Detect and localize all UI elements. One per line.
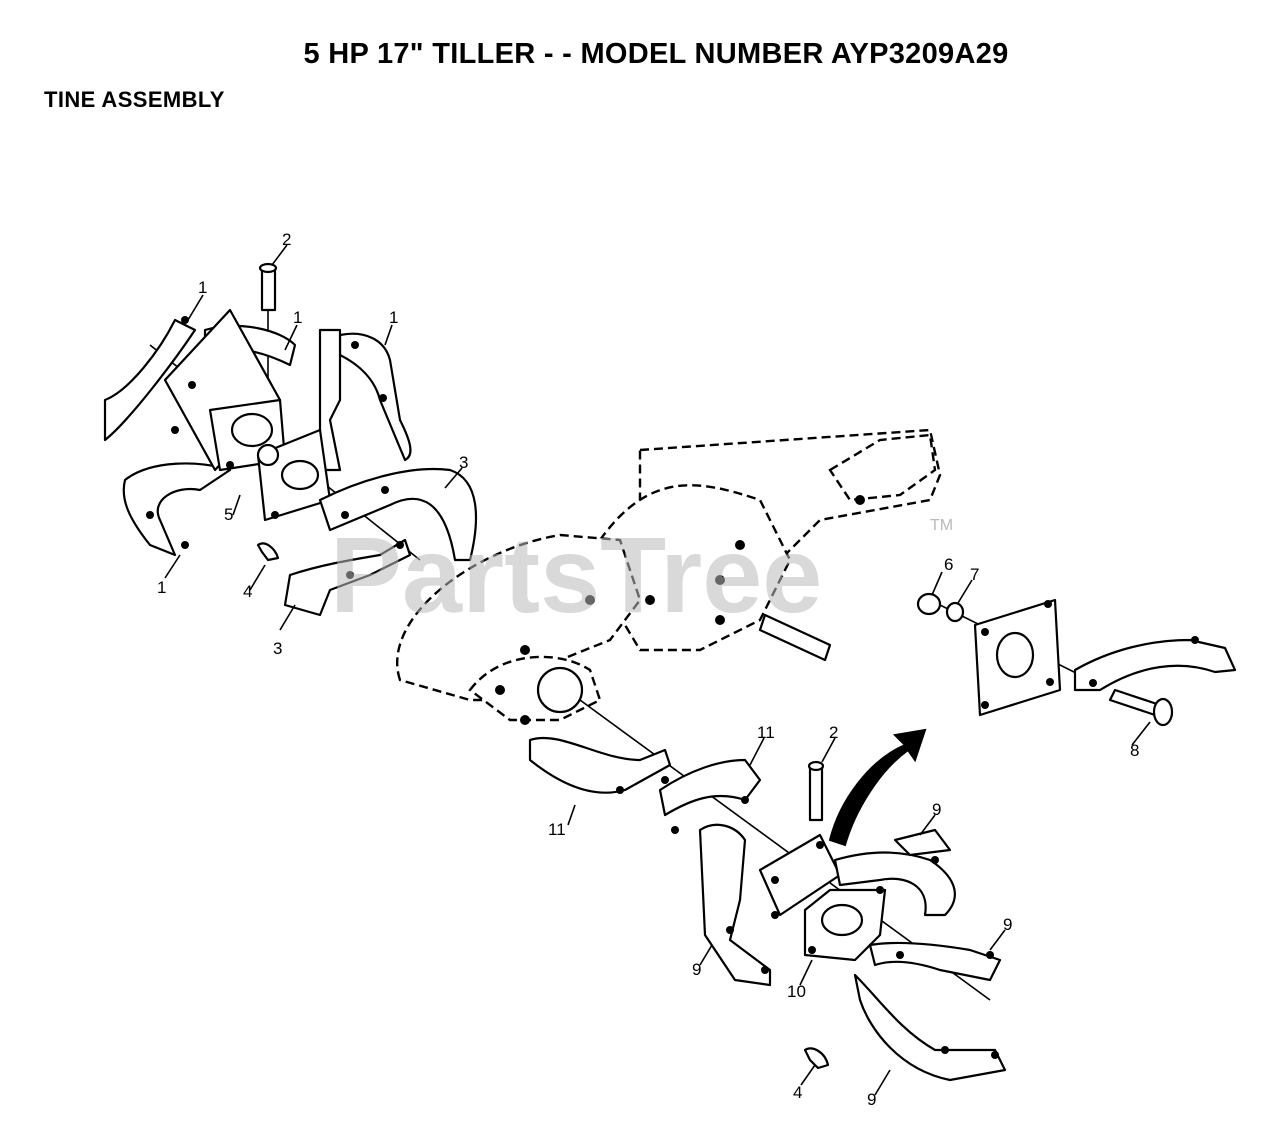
watermark-trademark: TM	[930, 517, 953, 534]
callout-2: 2	[282, 230, 291, 249]
callout-3: 3	[459, 453, 468, 472]
callout-3: 3	[273, 639, 282, 658]
right-side-hardware	[916, 592, 1237, 727]
callout-9: 9	[1003, 915, 1012, 934]
callout-1: 1	[293, 308, 302, 327]
diagram-title: 5 HP 17" TILLER - - MODEL NUMBER AYP3209…	[303, 38, 1009, 70]
callout-1: 1	[198, 278, 207, 297]
callout-leaders	[164, 244, 1151, 1096]
callout-9: 9	[867, 1090, 876, 1109]
callout-9: 9	[932, 800, 941, 819]
callout-11: 11	[548, 820, 566, 839]
right-tine-assembly	[528, 699, 1007, 1082]
callout-2: 2	[829, 723, 838, 742]
callout-1: 1	[157, 578, 166, 597]
callout-4: 4	[243, 582, 252, 601]
assembly-title: TINE ASSEMBLY	[44, 87, 225, 112]
callout-11: 11	[757, 723, 775, 742]
callout-labels: 1 1 1 1 2 3 3 4 5 6 7 8 2 11 11 9 9 9 9 …	[157, 230, 1139, 1109]
callout-10: 10	[787, 982, 806, 1001]
callout-4: 4	[793, 1083, 802, 1102]
callout-5: 5	[224, 505, 233, 524]
callout-9: 9	[692, 960, 701, 979]
callout-1: 1	[389, 308, 398, 327]
watermark-text: PartsTree	[330, 514, 822, 635]
tiller-body	[396, 428, 942, 725]
left-tine-assembly	[103, 262, 478, 617]
callout-6: 6	[944, 555, 953, 574]
callout-7: 7	[970, 565, 979, 584]
callout-8: 8	[1130, 741, 1139, 760]
